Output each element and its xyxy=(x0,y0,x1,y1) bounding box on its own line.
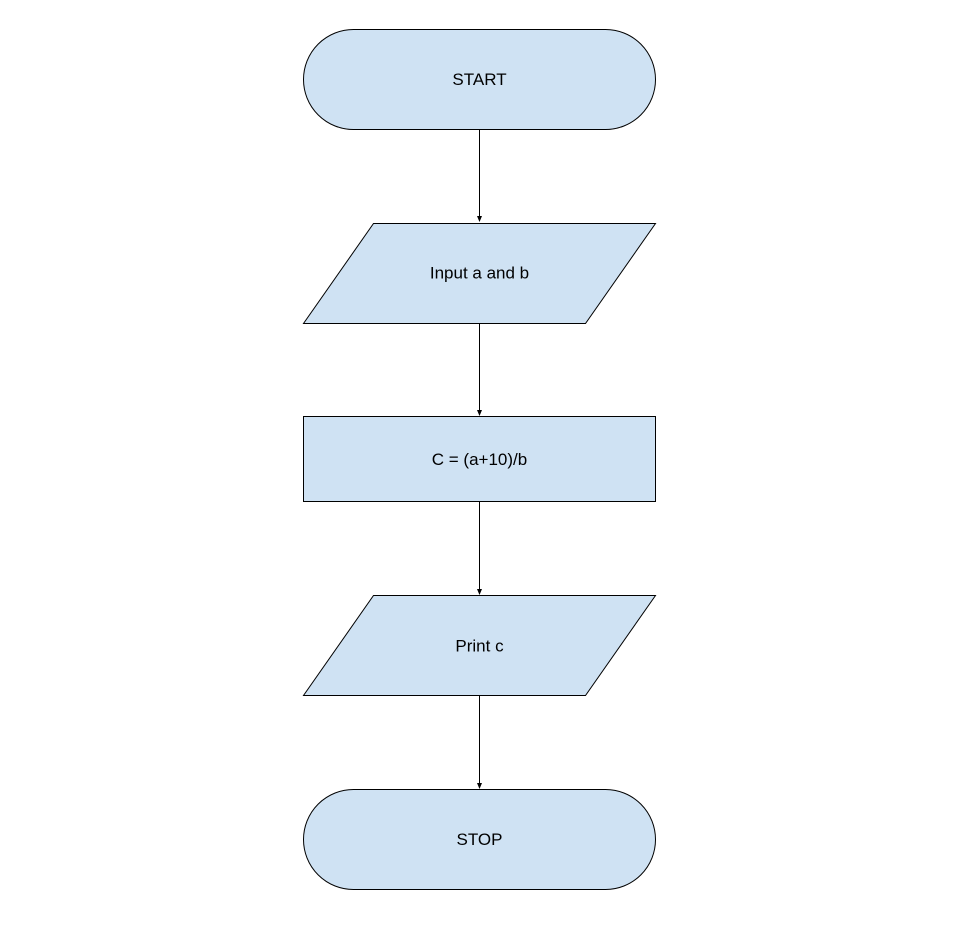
start-label: START xyxy=(452,70,506,89)
process-rectangle: C = (a+10)/b xyxy=(303,416,656,502)
connector-input-to-process xyxy=(477,323,482,416)
start-terminator: START xyxy=(303,29,656,130)
connector-output-to-stop xyxy=(477,696,482,789)
stop-label: STOP xyxy=(457,830,503,849)
input-parallelogram: Input a and b xyxy=(302,223,657,324)
input-label: Input a and b xyxy=(430,264,529,283)
stop-terminator: STOP xyxy=(303,789,656,890)
output-parallelogram: Print c xyxy=(302,595,657,696)
connector-start-to-input xyxy=(477,129,482,222)
process-label: C = (a+10)/b xyxy=(432,450,527,469)
connector-process-to-output xyxy=(477,502,482,595)
connectors xyxy=(477,129,482,789)
output-label: Print c xyxy=(455,637,504,656)
